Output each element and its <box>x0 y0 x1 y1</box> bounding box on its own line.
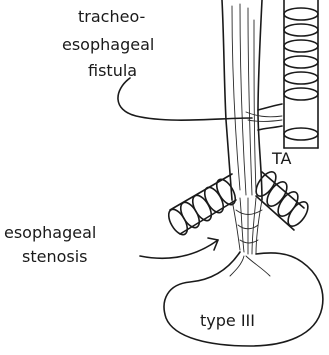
stenosis-label-line1: esophageal <box>4 223 96 242</box>
left-bronchus <box>165 174 239 238</box>
right-bronchus <box>252 169 312 230</box>
stenosis-region <box>232 198 262 254</box>
esophagus <box>222 0 262 200</box>
fistula-label-line3: fistula <box>88 61 137 80</box>
fistula <box>246 104 282 130</box>
stomach <box>164 252 323 346</box>
trachea <box>284 0 318 148</box>
ta-label: TA <box>271 149 292 168</box>
bronchi <box>165 169 312 238</box>
fistula-leader <box>118 78 252 120</box>
type-label: type III <box>200 311 255 330</box>
fistula-label-line2: esophageal <box>62 35 154 54</box>
stenosis-leader <box>140 240 218 258</box>
stenosis-label-line2: stenosis <box>22 247 88 266</box>
fistula-label-line1: tracheo- <box>78 7 145 26</box>
